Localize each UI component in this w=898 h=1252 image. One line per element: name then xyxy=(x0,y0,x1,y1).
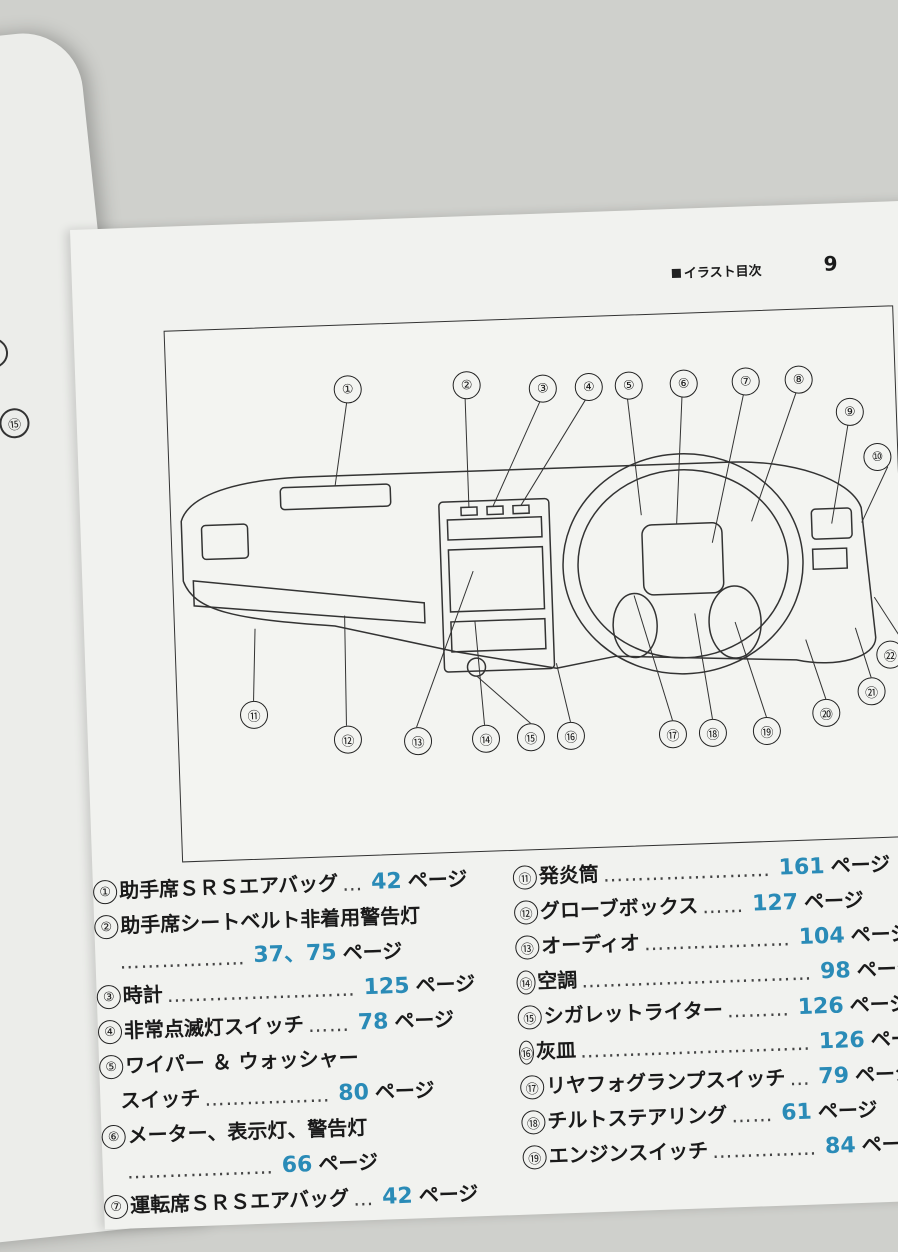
prev-page-callout: ⑮ xyxy=(0,406,31,440)
dashboard-drawing xyxy=(180,389,898,728)
dashboard-illustration: ① ② ③ ④ ⑤ ⑥ ⑦ ⑧ ⑨ ⑩ ⑪ ⑫ ⑬ ⑭ ⑮ ⑯ ⑰ ⑱ ⑲ ⑳ … xyxy=(163,305,898,863)
section-header: イラスト目次 xyxy=(671,260,762,282)
prev-page-callout: ⑭ xyxy=(0,336,10,370)
page-number: 9 xyxy=(823,251,838,276)
manual-page: イラスト目次 9 xyxy=(70,200,898,1230)
